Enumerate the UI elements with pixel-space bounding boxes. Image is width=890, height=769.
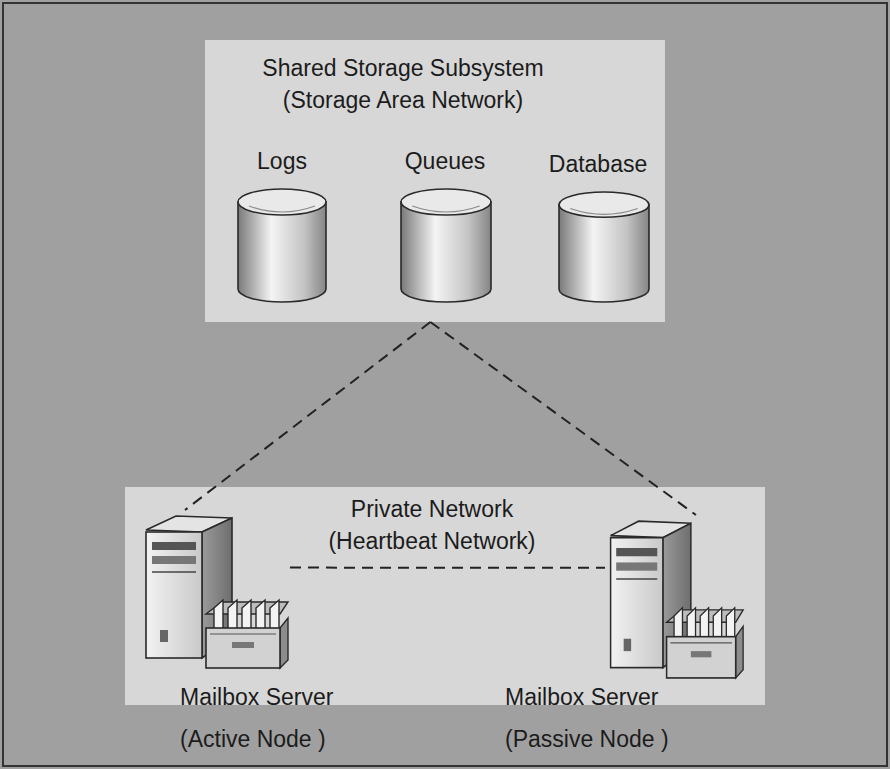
cylinder-top xyxy=(238,189,326,215)
band-heading: Shared Storage Subsystem (Storage Area N… xyxy=(253,52,553,116)
server-node-part xyxy=(605,515,745,680)
crate-side xyxy=(280,618,288,668)
server-node-outline xyxy=(140,510,290,670)
crate-front xyxy=(667,637,736,678)
server-node: Mailbox Server (Active Node ) xyxy=(140,510,290,670)
cylinder-body xyxy=(559,205,649,302)
dashed-connector xyxy=(430,322,696,515)
cylinder-shade xyxy=(570,209,637,215)
band-heading: Private Network (Heartbeat Network) xyxy=(307,493,557,557)
tower-line xyxy=(616,578,657,580)
crate-handle xyxy=(232,642,254,648)
crate-rim xyxy=(670,642,732,643)
tower-front xyxy=(146,532,202,658)
cylinder-top xyxy=(401,189,491,215)
crate-handle xyxy=(691,651,712,657)
storage-cylinder-outline xyxy=(237,188,327,303)
drive-bay xyxy=(152,556,196,564)
drive-bay xyxy=(616,548,657,556)
crate-rim xyxy=(210,633,276,634)
drive-bay xyxy=(616,562,657,570)
storage-cylinder-part xyxy=(400,188,492,303)
storage-cylinder-part xyxy=(558,191,650,303)
storage-cylinder: Database xyxy=(543,148,653,308)
tower-button xyxy=(624,639,631,651)
storage-cylinder-outline xyxy=(558,191,650,303)
network-band: Private Network (Heartbeat Network) Mailb… xyxy=(125,487,765,705)
tower-front xyxy=(611,538,663,668)
storage-label: Queues xyxy=(390,145,500,177)
storage-band: Shared Storage Subsystem (Storage Area N… xyxy=(205,40,665,322)
server-node-outline xyxy=(605,515,745,680)
cylinder-shade xyxy=(249,206,315,212)
crate-front xyxy=(206,628,280,668)
cylinder-body xyxy=(238,202,326,302)
drive-bay xyxy=(152,542,196,550)
storage-label: Database xyxy=(543,148,653,180)
dashed-connector xyxy=(290,567,605,569)
cylinder-body xyxy=(401,202,491,302)
cylinder-shade xyxy=(412,206,479,212)
storage-cylinder: Queues xyxy=(390,145,500,305)
storage-label: Logs xyxy=(232,145,332,177)
tower-button xyxy=(160,630,168,642)
storage-cylinder-part xyxy=(237,188,327,303)
server-label: Mailbox Server (Passive Node ) xyxy=(505,676,695,760)
crate-side xyxy=(736,626,743,678)
dashed-connector xyxy=(185,322,430,510)
tower-line xyxy=(152,571,196,573)
server-node: Mailbox Server (Passive Node ) xyxy=(605,515,745,680)
server-label: Mailbox Server (Active Node ) xyxy=(180,676,370,760)
server-node-part xyxy=(140,510,290,670)
cylinder-top xyxy=(559,192,649,217)
storage-cylinder: Logs xyxy=(232,145,332,305)
storage-cylinder-outline xyxy=(400,188,492,303)
